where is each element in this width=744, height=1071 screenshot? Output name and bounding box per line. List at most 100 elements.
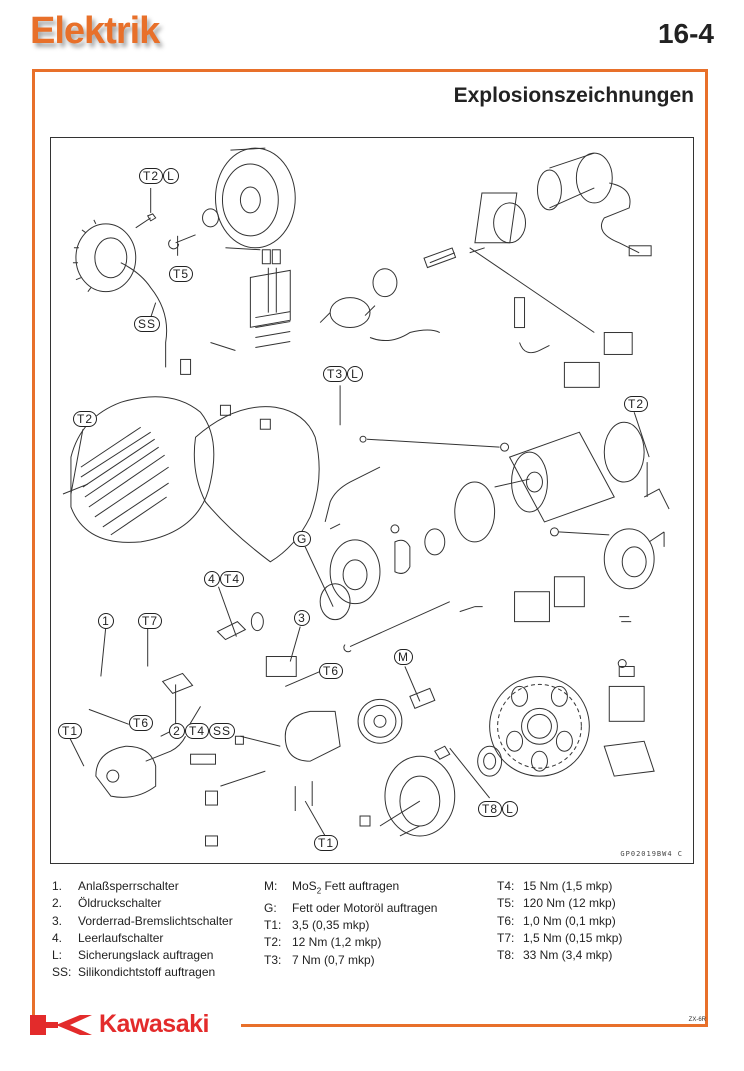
- legend-key: T3:: [264, 952, 282, 967]
- leader-c5: [70, 429, 84, 495]
- callout-m: M: [394, 649, 413, 665]
- legend-parts: 1.Anlaßsperrschalter 2.Öldruckschalter 3…: [52, 878, 233, 982]
- footer-rule: [241, 1024, 708, 1027]
- legend-text: Fett oder Motoröl auftragen: [292, 900, 438, 915]
- neutral-switch-drawing: [216, 621, 247, 641]
- callout-t1-bottom: T1: [314, 835, 339, 851]
- callout-label: SS: [209, 723, 236, 739]
- callout-label: T5: [169, 266, 194, 282]
- legend-item: 3. Vorderrad-Bremslichtschalter: [52, 913, 233, 930]
- legend-key: 3.: [52, 913, 63, 928]
- legend-key: T8:: [497, 948, 515, 963]
- callout-t6-right: T6: [319, 663, 344, 679]
- callout-t2-left: T2: [73, 411, 98, 427]
- callout-label: T8: [478, 801, 503, 817]
- legend-item: T3:7 Nm (0,7 mkp): [264, 952, 437, 969]
- legend-text: 12 Nm (1,2 mkp): [292, 935, 382, 950]
- legend-key: T6:: [497, 913, 515, 928]
- brush-holder: [459, 576, 632, 623]
- brand-name: Kawasaki: [99, 1010, 209, 1038]
- leader-c18: [304, 800, 326, 837]
- brake-light-switch-drawing: [265, 656, 297, 677]
- content-frame: [32, 69, 708, 1025]
- legend-text: Anlaßsperrschalter: [78, 879, 179, 893]
- legend-item: G: Fett oder Motoröl auftragen: [264, 900, 437, 917]
- legend-item: T1: 3,5 (0,35 mkp): [264, 917, 437, 934]
- callout-label: G: [293, 531, 312, 547]
- legend-item: L: Sicherungslack auftragen: [52, 947, 233, 964]
- legend-key: T2:: [264, 935, 282, 950]
- callout-ss: SS: [134, 316, 161, 332]
- stator-bolt: [135, 213, 157, 229]
- rotor-bolt: [168, 234, 196, 250]
- callout-label: L: [502, 801, 519, 817]
- legend-key: T1:: [264, 917, 282, 932]
- legend-text: Vorderrad-Bremslichtschalter: [78, 913, 233, 928]
- callout-label: 3: [294, 610, 310, 626]
- one-way-clutch: [359, 745, 456, 837]
- leader-c3: [150, 302, 157, 318]
- legend-item: T6: 1,0 Nm (0,1 mkp): [497, 913, 622, 930]
- callout-label: T1: [58, 723, 83, 739]
- legend-item: T5:120 Nm (12 mkp): [497, 895, 622, 912]
- legend-text: 120 Nm (12 mkp): [523, 896, 616, 911]
- callout-label: T2: [624, 396, 649, 412]
- stator-coil: [72, 219, 192, 375]
- legend-item: T7:1,5 Nm (0,15 mkp): [497, 930, 622, 947]
- callout-label: 1: [98, 613, 114, 629]
- model-label: ZX-6R: [688, 1017, 706, 1023]
- legend-key: 4.: [52, 930, 63, 945]
- leader-c11: [289, 626, 301, 662]
- generator-cover: [62, 396, 215, 543]
- callout-1: 1: [98, 613, 114, 629]
- legend-item: 4.Leerlaufschalter: [52, 930, 233, 947]
- kawasaki-logo: Kawasaki: [30, 1010, 209, 1039]
- ref-mark-b: [500, 442, 510, 452]
- ref-mark-a: [390, 524, 400, 534]
- chapter-title: Elektrik: [30, 10, 160, 52]
- callout-t6-left: T6: [129, 715, 154, 731]
- page-number: 16-4: [657, 18, 714, 49]
- callout-t7: T7: [138, 613, 163, 629]
- legend-text: 3,5 (0,35 mkp): [292, 917, 370, 932]
- ref-mark-b2: [549, 527, 559, 537]
- leader-c8: [218, 586, 237, 637]
- callout-label: T2: [139, 168, 164, 184]
- leader-c14: [88, 708, 129, 725]
- callout-g: G: [293, 531, 312, 547]
- legend-key: G:: [264, 900, 277, 915]
- starter-clutch-gear: [477, 675, 590, 777]
- section-title: Explosionszeichnungen: [453, 84, 694, 107]
- rotor: [202, 147, 296, 251]
- legend-item: SS:Silikondichtstoff auftragen: [52, 964, 233, 981]
- starter-motor: [454, 421, 670, 590]
- callout-label: T4: [220, 571, 245, 587]
- legend-torques: T4:15 Nm (1,5 mkp) T5:120 Nm (12 mkp) T6…: [497, 878, 622, 964]
- callout-label: M: [394, 649, 413, 665]
- legend-item: 2.Öldruckschalter: [52, 895, 233, 912]
- callout-label: L: [347, 366, 364, 382]
- legend-key: SS:: [52, 965, 72, 980]
- legend-item: M:MoS2 Fett auftragen: [264, 878, 437, 900]
- legend-text: Öldruckschalter: [78, 896, 162, 911]
- legend-key: L:: [52, 948, 63, 963]
- oil-pressure-switch-drawing: [161, 672, 194, 694]
- leader-c6: [633, 412, 650, 458]
- callout-label: T7: [138, 613, 163, 629]
- legend-text: 33 Nm (3,4 mkp): [523, 948, 613, 963]
- cover-gasket: [193, 404, 320, 563]
- legend-text: 1,0 Nm (0,1 mkp): [523, 913, 616, 928]
- legend-key: T4:: [497, 879, 515, 893]
- through-bolt: [343, 601, 450, 653]
- starter-clutch-cover: [319, 528, 446, 621]
- legend-item: T2: 12 Nm (1,2 mkp): [264, 934, 437, 951]
- callout-label: T2: [73, 411, 98, 427]
- callout-label: T6: [319, 663, 344, 679]
- callout-label: T1: [314, 835, 339, 851]
- legend-text: Sicherungslack auftragen: [78, 948, 214, 963]
- leader-c12: [285, 671, 321, 687]
